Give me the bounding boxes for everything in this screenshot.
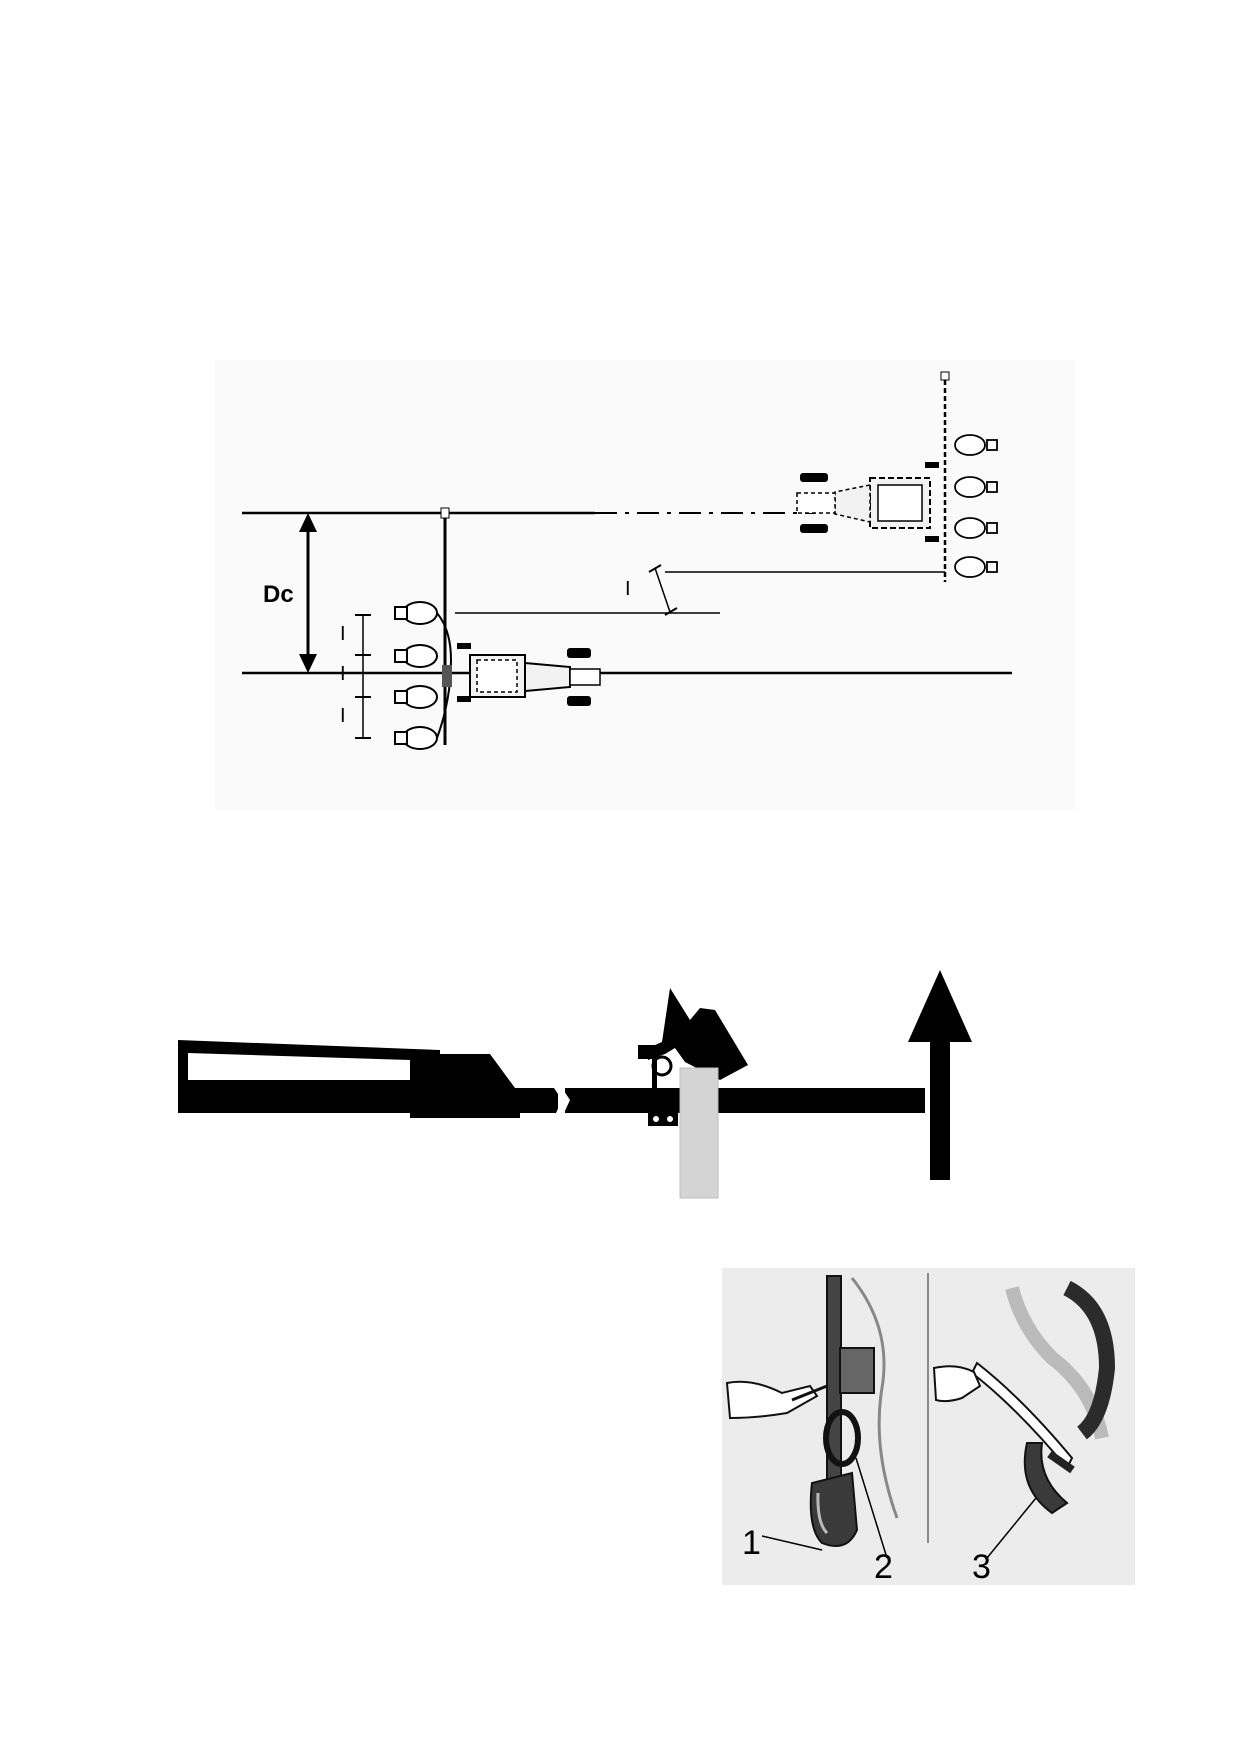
row-spacing-diagram: Dc I I I I: [215, 360, 1075, 810]
scraper-adjustment: [932, 1280, 1116, 1515]
spacing-label-i: I: [340, 663, 346, 685]
callout-2: 2: [874, 1548, 893, 1585]
arrow-up-icon: [299, 513, 317, 532]
spacing-label-i: I: [625, 578, 631, 600]
tractor-with-planter-left: [394, 507, 601, 750]
arrow-up-icon: [908, 970, 972, 1180]
callout-leader-1: [761, 1535, 823, 1551]
marker-arm-bar: [178, 1040, 925, 1118]
callout-leader-2: [855, 1457, 888, 1559]
pivot-bracket: [638, 988, 748, 1126]
arrow-down-icon: [299, 654, 317, 673]
frame-post: [679, 1067, 719, 1199]
spacing-label-i: I: [340, 623, 346, 645]
spacing-label-i: I: [340, 705, 346, 727]
marker-side-profile-svg: [178, 970, 972, 1199]
callout-1: 1: [742, 1524, 761, 1562]
marker-disc-adjustment: [725, 1275, 899, 1547]
callout-3: 3: [972, 1548, 991, 1585]
adjustment-illustration: 1 2 3: [722, 1268, 1135, 1585]
tractor-with-planter-right: [796, 371, 998, 582]
callout-leader-3: [986, 1497, 1037, 1559]
adjustment-illustration-svg: 1 2 3: [722, 1268, 1135, 1585]
dc-label: Dc: [263, 581, 294, 608]
marker-side-profile-diagram: [170, 950, 990, 1215]
row-spacing-svg: Dc I I I I: [215, 360, 1075, 810]
